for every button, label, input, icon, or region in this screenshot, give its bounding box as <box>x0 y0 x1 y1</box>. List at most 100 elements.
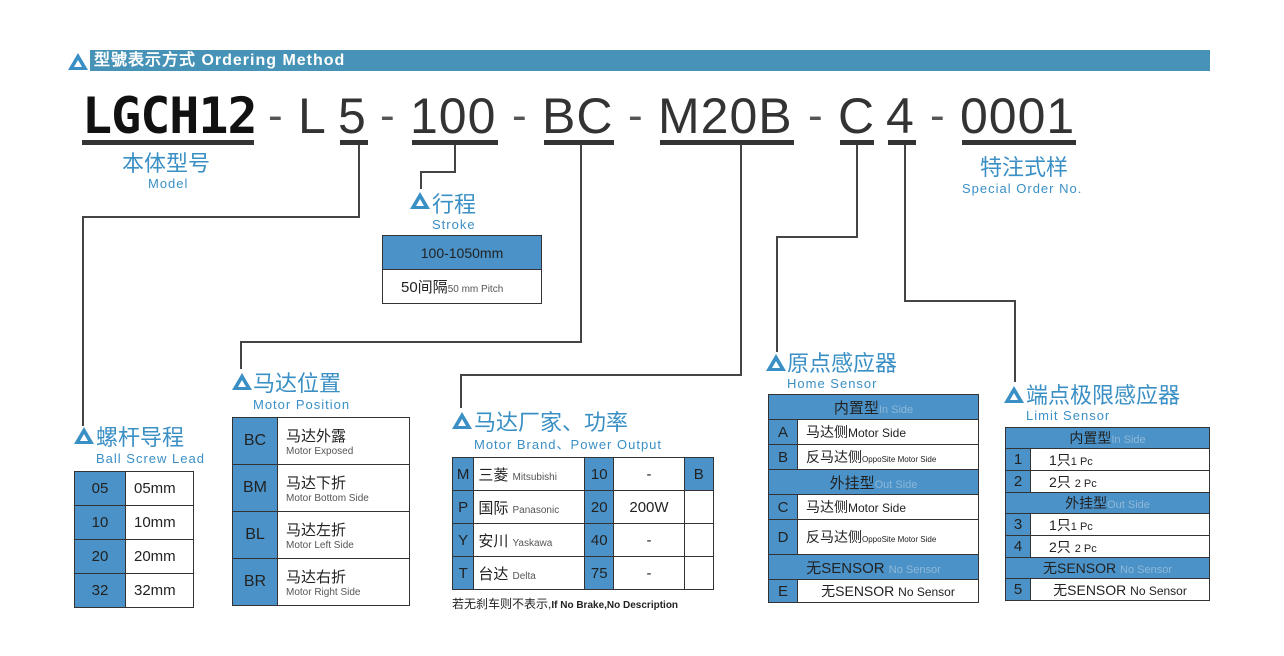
motor-power-code: 20 <box>583 490 615 524</box>
connector-line <box>82 216 84 426</box>
home-desc-cn: 反马达侧 <box>806 529 862 545</box>
limit-code: 1 <box>1005 448 1031 471</box>
stroke-range: 100-1050mm <box>382 235 542 270</box>
home-desc-en: Motor Side <box>848 426 907 440</box>
code-motor-position: BC <box>542 88 614 144</box>
limit-desc-cn: 无SENSOR <box>1053 581 1127 598</box>
connector-line <box>420 171 456 173</box>
motorpos-en: Motor Bottom Side <box>286 493 369 504</box>
home-code: E <box>768 579 798 603</box>
connector-line <box>776 236 778 352</box>
motor-brake-empty <box>683 490 714 524</box>
motorpos-code: BL <box>232 511 278 559</box>
home-code: C <box>768 494 798 520</box>
lead-code: 20 <box>74 539 126 574</box>
motor-label-cn: 马达厂家、功率 <box>474 410 629 435</box>
home-none-cn: 无SENSOR <box>806 559 885 577</box>
motorpos-en: Motor Exposed <box>286 446 354 457</box>
home-outside-header: 外挂型Out Side <box>768 469 979 495</box>
limit-desc-en: 1 Pc <box>1070 455 1093 468</box>
limit-desc: 2只 2 Pc <box>1030 535 1210 558</box>
motor-power: - <box>613 457 685 491</box>
motor-brand-code: T <box>451 556 475 590</box>
motor-brand-cn: 三菱 <box>478 466 509 484</box>
stroke-pitch-cn: 50间隔 <box>401 279 448 296</box>
home-desc: 无SENSOR No Sensor <box>797 579 979 603</box>
connector-line <box>460 374 742 376</box>
home-none-en: No Sensor <box>888 563 941 576</box>
motorpos-code: BR <box>232 558 278 606</box>
limit-underline <box>888 140 916 145</box>
motorpos-en: Motor Left Side <box>286 540 354 551</box>
motorpos-label-cn: 马达位置 <box>253 371 342 396</box>
special-label-en: Special Order No. <box>962 181 1083 196</box>
limit-label-en: Limit Sensor <box>1026 408 1111 423</box>
motor-brake-empty <box>683 523 714 557</box>
stroke-triangle-icon <box>410 192 430 209</box>
motorpos-cn: 马达下折 <box>286 475 347 492</box>
motor-brand-en: Mitsubishi <box>512 471 557 483</box>
stroke-underline <box>412 140 498 145</box>
limit-inside-en: In Side <box>1111 434 1146 446</box>
motor-brand-en: Yaskawa <box>512 537 553 549</box>
home-desc-en: No Sensor <box>898 585 955 599</box>
limit-code: 4 <box>1005 535 1031 558</box>
special-label-cn: 特注式样 <box>980 155 1069 180</box>
stroke-table: 100-1050mm 50间隔50 mm Pitch <box>382 235 542 304</box>
lead-value: 05mm <box>125 471 194 506</box>
separator: - <box>268 91 283 140</box>
connector-line <box>240 341 242 369</box>
connector-line <box>460 374 462 408</box>
home-desc-en: OppoSite Motor Side <box>862 535 937 544</box>
stroke-label-cn: 行程 <box>432 192 477 217</box>
motor-brand-code: Y <box>451 523 475 557</box>
motor-brand: 三菱 Mitsubishi <box>473 457 585 491</box>
code-lead-prefix: L <box>298 88 327 144</box>
limit-inside-cn: 内置型 <box>1069 430 1112 446</box>
section-banner: 型號表示方式 Ordering Method <box>90 50 1210 71</box>
limit-desc: 1只1 Pc <box>1030 513 1210 536</box>
motorpos-cn: 马达右折 <box>286 569 347 586</box>
connector-line <box>776 236 858 238</box>
motor-underline <box>660 140 794 145</box>
model-label-cn: 本体型号 <box>122 151 211 176</box>
limit-desc-en: 1 Pc <box>1070 520 1093 533</box>
motor-brand: 台达 Delta <box>473 556 585 590</box>
motor-note-cn: 若无刹车则不表示, <box>452 597 552 611</box>
lead-underline <box>340 140 368 145</box>
connector-line <box>904 145 906 302</box>
connector-line <box>82 216 360 218</box>
limit-desc: 1只1 Pc <box>1030 448 1210 471</box>
limit-outside-en: Out Side <box>1107 499 1150 511</box>
sensor-underline <box>840 140 874 145</box>
motor-brand-en: Panasonic <box>512 504 560 516</box>
motor-brand-en: Delta <box>512 570 536 582</box>
motor-note: 若无刹车则不表示,If No Brake,No Description <box>452 595 678 612</box>
motor-table: M 三菱 Mitsubishi 10 - B P 国际 Panasonic 20… <box>451 457 714 590</box>
limit-label-cn: 端点极限感应器 <box>1026 383 1181 408</box>
motor-brand-code: M <box>451 457 475 491</box>
motor-label-en: Motor Brand、Power Output <box>474 437 663 452</box>
connector-line <box>904 300 1016 302</box>
separator: - <box>930 91 945 140</box>
limit-none-en: No Sensor <box>1120 564 1172 576</box>
home-desc-en: OppoSite Motor Side <box>862 455 937 464</box>
code-motor: M20B <box>658 88 793 144</box>
motorpos-en: Motor Right Side <box>286 587 361 598</box>
lead-value: 20mm <box>125 539 194 574</box>
motor-triangle-icon <box>452 412 472 429</box>
motor-power-code: 40 <box>583 523 615 557</box>
home-none-header: 无SENSOR No Sensor <box>768 554 979 580</box>
lead-code: 05 <box>74 471 126 506</box>
motor-brand-cn: 国际 <box>478 499 509 517</box>
home-desc-cn: 反马达侧 <box>806 449 862 465</box>
home-label-cn: 原点感应器 <box>787 351 898 376</box>
limit-code: 2 <box>1005 470 1031 493</box>
motor-power: - <box>613 523 685 557</box>
home-desc: 反马达侧OppoSite Motor Side <box>797 444 979 470</box>
stroke-label-en: Stroke <box>432 217 476 232</box>
